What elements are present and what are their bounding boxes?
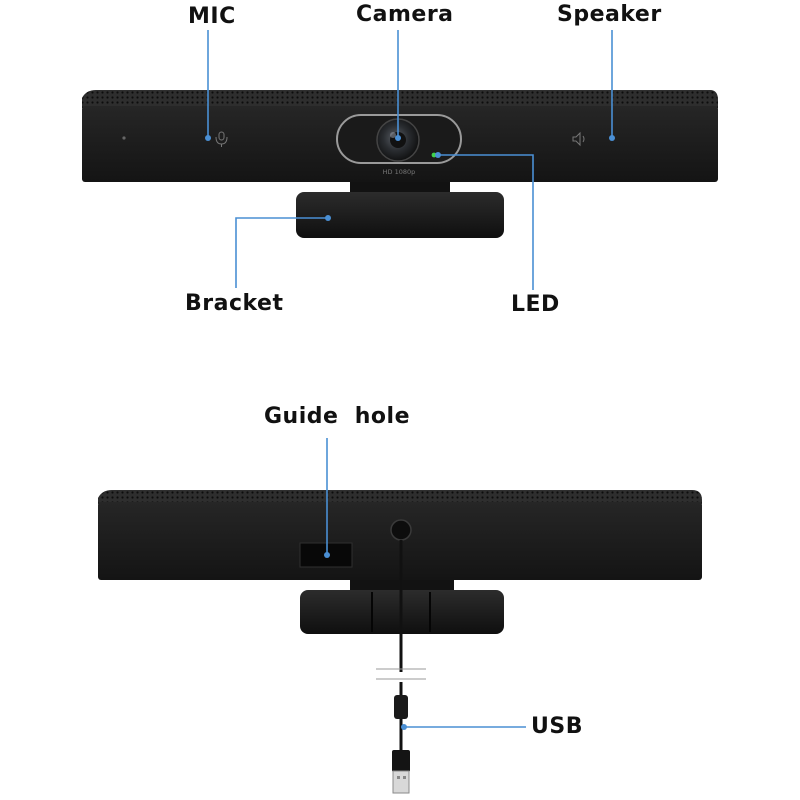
front-grille: [82, 90, 718, 108]
label-usb: USB: [531, 714, 583, 739]
leader-lines: [207, 30, 613, 728]
leader-bracket: [235, 217, 328, 288]
ferrite-core: [394, 695, 408, 719]
label-bracket: Bracket: [185, 291, 284, 316]
back-grille: [98, 490, 702, 504]
mic-hole: [122, 136, 126, 140]
led-indicator: [431, 152, 437, 158]
leader-led: [438, 154, 534, 290]
back-view: [98, 490, 702, 794]
stand-neck: [350, 182, 450, 194]
label-guide-hole: Guide hole: [264, 404, 410, 429]
usb-plug-tip: [392, 770, 410, 794]
cable-port: [390, 519, 412, 541]
label-speaker: Speaker: [557, 2, 662, 27]
label-camera: Camera: [356, 2, 454, 27]
lens-text: HD 1080p: [383, 168, 416, 176]
bracket: [296, 192, 504, 238]
label-mic: MIC: [188, 4, 236, 29]
speaker-icon: [572, 131, 585, 147]
leader-dots: [205, 135, 615, 730]
mic-icon: [215, 131, 228, 147]
label-led: LED: [511, 292, 560, 317]
front-view: [82, 90, 718, 238]
usb-plug-housing: [392, 750, 410, 772]
